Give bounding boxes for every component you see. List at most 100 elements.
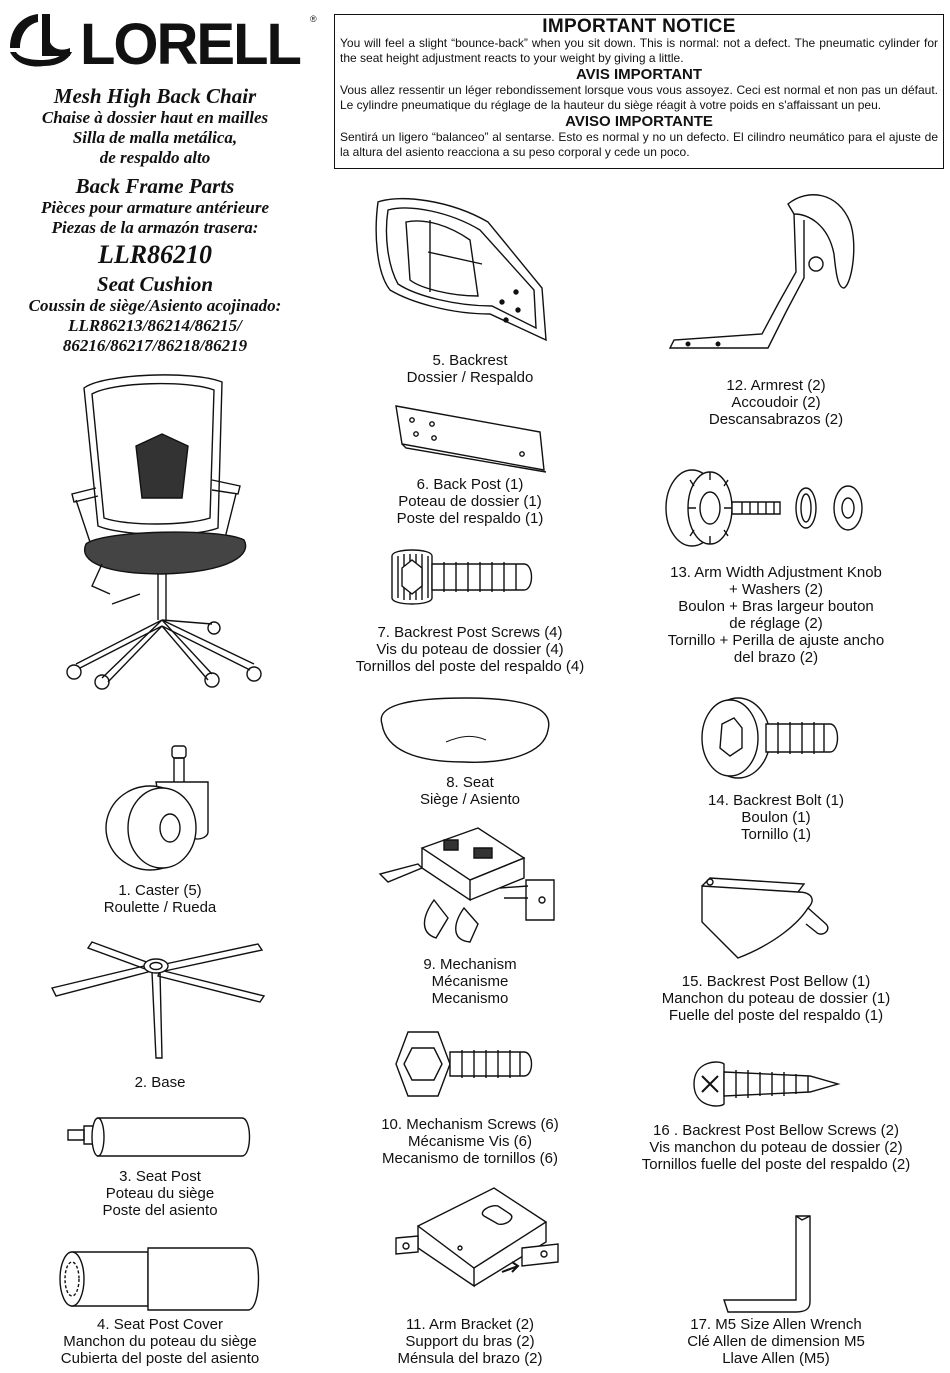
part-10-name: 10. Mechanism Screws (6) <box>381 1116 559 1133</box>
part-16-name-es: Tornillos fuelle del poste del respaldo … <box>641 1156 911 1173</box>
part-7-name-es: Tornillos del poste del respaldo (4) <box>355 658 585 675</box>
part-12-name-es: Descansabrazos (2) <box>708 411 844 428</box>
part-13-name-es-2: del brazo (2) <box>733 649 819 666</box>
part-17-name-es: Llave Allen (M5) <box>722 1350 830 1367</box>
part-3-name-fr: Poteau du siège <box>105 1185 215 1202</box>
notice-text-fr: Vous allez ressentir un léger rebondisse… <box>340 83 938 112</box>
part-4-caption: 4. Seat Post Cover Manchon du poteau du … <box>20 1316 300 1367</box>
backrest-post-screw-illustration <box>388 546 534 608</box>
part-4-name-fr: Manchon du poteau du siège <box>63 1333 257 1350</box>
cushion-models-line2: 86216/86217/86218/86219 <box>62 336 248 355</box>
part-15-caption: 15. Backrest Post Bellow (1) Manchon du … <box>626 973 926 1024</box>
part-9-name-es: Mecanismo <box>431 990 509 1007</box>
part-10-name-es: Mecanismo de tornillos (6) <box>382 1150 558 1167</box>
notice-title-es: AVISO IMPORTANTE <box>565 113 713 130</box>
part-3-name-es: Poste del asiento <box>102 1202 218 1219</box>
base-illustration <box>48 940 268 1066</box>
backrest-illustration <box>370 192 550 346</box>
part-1-caption: 1. Caster (5) Roulette / Rueda <box>40 882 280 916</box>
part-13-name: 13. Arm Width Adjustment Knob <box>670 564 882 581</box>
part-11-name-fr: Support du bras (2) <box>405 1333 535 1350</box>
section-title-es: Piezas de la armazón trasera: <box>51 218 259 237</box>
seat-illustration <box>376 696 554 766</box>
part-13-caption: 13. Arm Width Adjustment Knob + Washers … <box>616 564 936 666</box>
back-post-illustration <box>394 404 546 472</box>
mechanism-screw-illustration <box>394 1030 534 1098</box>
part-6-name: 6. Back Post (1) <box>416 476 524 493</box>
part-1-name-fr-es: Roulette / Rueda <box>103 899 217 916</box>
notice-title-en: IMPORTANT NOTICE <box>542 16 736 37</box>
part-4-name: 4. Seat Post Cover <box>97 1316 223 1333</box>
part-11-name-es: Ménsula del brazo (2) <box>397 1350 543 1367</box>
cushion-models-line1: LLR86213/86214/86215/ <box>68 316 242 335</box>
part-9-caption: 9. Mechanism Mécanisme Mecanismo <box>340 956 600 1007</box>
part-13-name-fr-2: de réglage (2) <box>729 615 823 632</box>
part-12-name-fr: Accoudoir (2) <box>731 394 821 411</box>
part-5-name-fr-es: Dossier / Respaldo <box>406 369 534 386</box>
product-title-block: Mesh High Back Chair Chaise à dossier ha… <box>0 84 310 356</box>
allen-wrench-illustration <box>720 1214 824 1314</box>
title-en: Mesh High Back Chair <box>53 84 257 108</box>
arm-bracket-illustration <box>390 1186 562 1298</box>
mechanism-illustration <box>378 828 560 948</box>
part-2-caption: 2. Base <box>40 1074 280 1091</box>
lorell-logo: LORELL ® <box>10 12 317 70</box>
part-10-name-fr: Mécanisme Vis (6) <box>408 1133 532 1150</box>
backrest-post-bellow-screw-illustration <box>690 1058 840 1110</box>
notice-text-es: Sentirá un ligero “balanceo” al sentarse… <box>340 130 938 159</box>
part-8-name-fr-es: Siège / Asiento <box>419 791 521 808</box>
part-13-name-es: Tornillo + Perilla de ajuste ancho <box>667 632 885 649</box>
part-2-name: 2. Base <box>134 1074 186 1091</box>
part-5-name: 5. Backrest <box>432 352 508 369</box>
part-6-name-fr: Poteau de dossier (1) <box>398 493 542 510</box>
backrest-bolt-illustration <box>700 694 840 782</box>
part-13-name-2: + Washers (2) <box>728 581 824 598</box>
part-11-name: 11. Arm Bracket (2) <box>405 1316 535 1333</box>
registered-mark: ® <box>310 14 317 24</box>
part-13-name-fr: Boulon + Bras largeur bouton <box>678 598 874 615</box>
lorell-emblem-icon <box>10 14 72 67</box>
part-10-caption: 10. Mechanism Screws (6) Mécanisme Vis (… <box>330 1116 610 1167</box>
part-12-name: 12. Armrest (2) <box>726 377 826 394</box>
cushion-title-fr-es: Coussin de siège/Asiento acojinado: <box>28 296 282 315</box>
part-9-name: 9. Mechanism <box>423 956 517 973</box>
part-14-name-fr: Boulon (1) <box>741 809 811 826</box>
part-14-name: 14. Backrest Bolt (1) <box>708 792 844 809</box>
section-title-fr: Pièces pour armature antérieure <box>40 198 270 217</box>
notice-text-en: You will feel a slight “bounce-back” whe… <box>340 36 938 65</box>
part-4-name-es: Cubierta del poste del asiento <box>60 1350 260 1367</box>
brand-name: LORELL <box>80 12 301 70</box>
part-14-caption: 14. Backrest Bolt (1) Boulon (1) Tornill… <box>636 792 916 843</box>
backrest-post-bellow-illustration <box>694 874 838 964</box>
part-5-caption: 5. Backrest Dossier / Respaldo <box>340 352 600 386</box>
part-3-caption: 3. Seat Post Poteau du siège Poste del a… <box>30 1168 290 1219</box>
part-6-name-es: Poste del respaldo (1) <box>396 510 544 527</box>
cushion-title-en: Seat Cushion <box>96 272 214 296</box>
part-1-name: 1. Caster (5) <box>118 882 202 899</box>
part-15-name-es: Fuelle del poste del respaldo (1) <box>668 1007 884 1024</box>
section-title-en: Back Frame Parts <box>75 174 235 198</box>
part-16-name-fr: Vis manchon du poteau de dossier (2) <box>649 1139 903 1156</box>
part-9-name-fr: Mécanisme <box>431 973 509 990</box>
seat-post-illustration <box>66 1112 252 1162</box>
part-3-name: 3. Seat Post <box>119 1168 201 1185</box>
part-12-caption: 12. Armrest (2) Accoudoir (2) Descansabr… <box>636 377 916 428</box>
title-es-line1: Silla de malla metálica, <box>72 128 238 147</box>
part-7-caption: 7. Backrest Post Screws (4) Vis du potea… <box>330 624 610 675</box>
part-15-name-fr: Manchon du poteau de dossier (1) <box>661 990 891 1007</box>
title-fr: Chaise à dossier haut en mailles <box>41 108 269 127</box>
armrest-illustration <box>668 184 858 368</box>
part-11-caption: 11. Arm Bracket (2) Support du bras (2) … <box>340 1316 600 1367</box>
title-es-line2: de respaldo alto <box>99 148 211 167</box>
part-16-caption: 16 . Backrest Post Bellow Screws (2) Vis… <box>616 1122 936 1173</box>
part-8-name: 8. Seat <box>446 774 494 791</box>
part-7-name: 7. Backrest Post Screws (4) <box>377 624 563 641</box>
notice-title-fr: AVIS IMPORTANT <box>575 66 703 83</box>
part-15-name: 15. Backrest Post Bellow (1) <box>681 973 871 990</box>
part-14-name-es: Tornillo (1) <box>740 826 812 843</box>
caster-illustration <box>100 742 220 874</box>
part-17-name-fr: Clé Allen de dimension M5 <box>687 1333 865 1350</box>
part-17-caption: 17. M5 Size Allen Wrench Clé Allen de di… <box>636 1316 916 1367</box>
part-7-name-fr: Vis du poteau de dossier (4) <box>376 641 564 658</box>
part-17-name: 17. M5 Size Allen Wrench <box>690 1316 862 1333</box>
